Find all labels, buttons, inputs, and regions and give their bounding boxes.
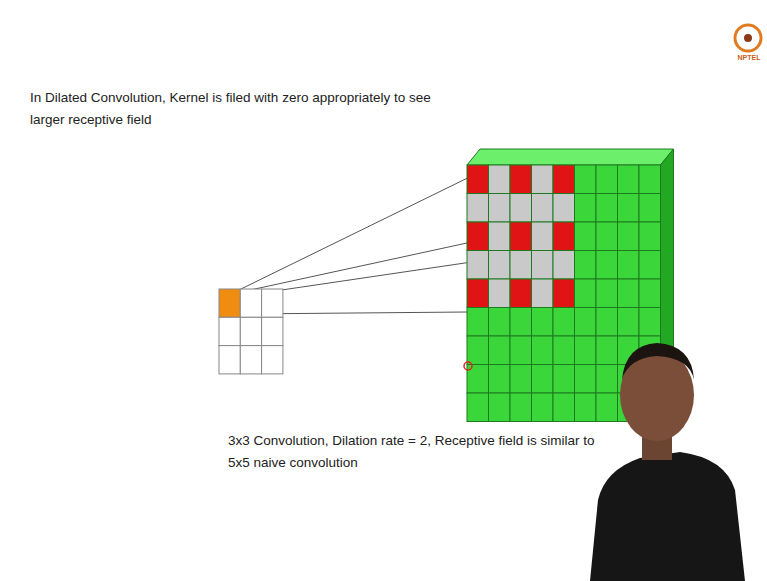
grid-cell (575, 165, 597, 194)
grid-cell (532, 222, 554, 251)
logo-ring (735, 25, 761, 51)
grid-cell (532, 336, 554, 365)
grid-cell (532, 279, 554, 308)
grid-cell (575, 365, 597, 394)
grid-cell (553, 194, 575, 223)
grid-cell (596, 251, 618, 280)
slide-heading: In Dilated Convolution, Kernel is filed … (30, 87, 440, 131)
kernel-grid (219, 289, 283, 374)
grid-cell (553, 365, 575, 394)
grid-top-face (467, 149, 674, 165)
grid-cell (489, 194, 511, 223)
grid-cell (639, 194, 661, 223)
grid-cell (575, 279, 597, 308)
grid-cell (532, 308, 554, 337)
grid-cell (510, 194, 532, 223)
grid-cell (618, 194, 640, 223)
grid-cell (510, 279, 532, 308)
grid-cell (467, 222, 489, 251)
projection-line (241, 167, 490, 289)
grid-cell (639, 165, 661, 194)
kernel-cell (240, 317, 261, 345)
grid-cell (575, 336, 597, 365)
grid-cell (489, 365, 511, 394)
grid-cell (510, 222, 532, 251)
grid-cell (618, 251, 640, 280)
kernel-cell (262, 317, 283, 345)
grid-cell (532, 165, 554, 194)
grid-cell (553, 393, 575, 422)
kernel-cell (240, 346, 261, 374)
kernel-cell (262, 346, 283, 374)
grid-cell (575, 308, 597, 337)
grid-cell (639, 279, 661, 308)
grid-cell (510, 308, 532, 337)
grid-cell (596, 308, 618, 337)
grid-cell (553, 251, 575, 280)
grid-cell (553, 336, 575, 365)
grid-cell (489, 165, 511, 194)
grid-cell (489, 308, 511, 337)
presenter-figure (590, 343, 745, 581)
kernel-cell (262, 289, 283, 317)
grid-cell (489, 393, 511, 422)
grid-cell (596, 279, 618, 308)
grid-cell (618, 308, 640, 337)
grid-cell (467, 251, 489, 280)
grid-cell (489, 222, 511, 251)
grid-cell (467, 194, 489, 223)
grid-cell (510, 251, 532, 280)
pointer-dot (464, 362, 472, 370)
grid-cell (532, 251, 554, 280)
figure-caption: 3x3 Convolution, Dilation rate = 2, Rece… (228, 430, 613, 474)
kernel-cell (219, 346, 240, 374)
grid-cell (532, 365, 554, 394)
grid-cell (489, 279, 511, 308)
grid-cell (596, 336, 618, 365)
kernel-cell (240, 289, 261, 317)
grid-cell (618, 279, 640, 308)
grid-cell (510, 165, 532, 194)
grid-cell (575, 194, 597, 223)
grid-cell (575, 393, 597, 422)
kernel-cell (219, 289, 240, 317)
grid-cell (553, 308, 575, 337)
grid-cell (510, 365, 532, 394)
grid-cell (553, 165, 575, 194)
grid-cell (467, 308, 489, 337)
logo-text: NPTEL (731, 53, 767, 62)
grid-cell (553, 222, 575, 251)
logo-hub (744, 34, 752, 42)
grid-cell (467, 393, 489, 422)
grid-cell (467, 336, 489, 365)
presenter-hair (622, 343, 694, 380)
grid-cell (467, 165, 489, 194)
grid-cell (467, 279, 489, 308)
grid-cell (639, 308, 661, 337)
grid-cell (618, 165, 640, 194)
grid-cell (489, 251, 511, 280)
presenter-shirt (590, 452, 745, 581)
grid-cell (575, 251, 597, 280)
grid-cell (596, 393, 618, 422)
grid-cell (510, 336, 532, 365)
nptel-logo (735, 25, 761, 51)
grid-cell (596, 165, 618, 194)
grid-cell (639, 222, 661, 251)
grid-cell (618, 222, 640, 251)
grid-cell (639, 251, 661, 280)
grid-cell (596, 194, 618, 223)
grid-cell (532, 393, 554, 422)
grid-cell (532, 194, 554, 223)
kernel-cell (219, 317, 240, 345)
grid-cell (489, 336, 511, 365)
grid-cell (553, 279, 575, 308)
grid-cell (510, 393, 532, 422)
grid-cell (596, 222, 618, 251)
grid-cell (596, 365, 618, 394)
grid-cell (575, 222, 597, 251)
